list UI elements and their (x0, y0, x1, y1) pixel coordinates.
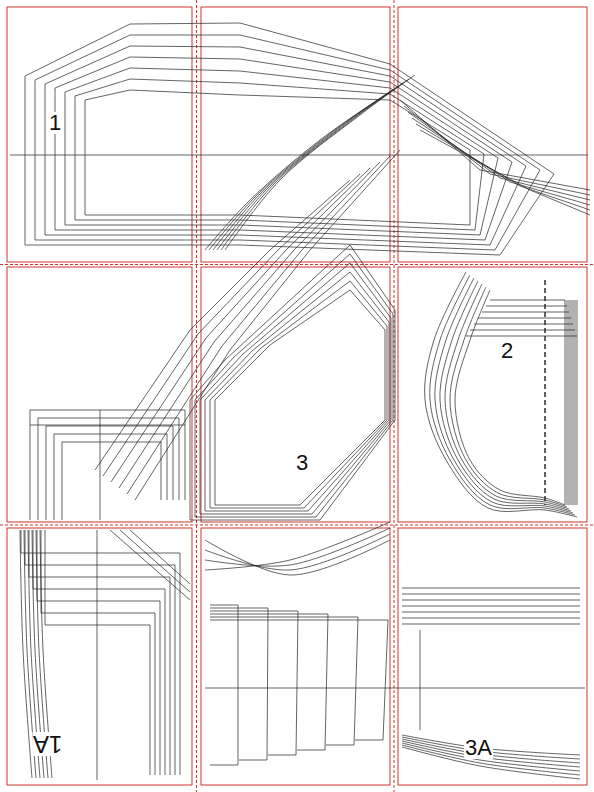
piece-curve (402, 737, 580, 759)
piece-band (412, 118, 590, 205)
piece-band (416, 124, 590, 210)
sleeve-line (486, 306, 567, 307)
piece-outline (210, 614, 328, 750)
pattern-pieces (20, 23, 590, 779)
piece-curve (20, 530, 32, 778)
piece-outline (38, 418, 179, 520)
piece-curve (217, 83, 403, 250)
piece-number: 2 (500, 340, 514, 362)
piece-outline (35, 35, 540, 250)
piece-band (111, 168, 370, 482)
piece-band (119, 162, 380, 488)
piece-outline (75, 79, 484, 230)
piece-band (127, 156, 390, 494)
piece-line (402, 612, 580, 613)
sleeve-line (478, 318, 571, 319)
sleeve-line (482, 312, 569, 313)
piece-outline (29, 530, 170, 775)
sleeve-side (577, 300, 578, 505)
sleeve-curve (425, 272, 577, 517)
sleeve-side (573, 300, 574, 505)
piece-outline (55, 57, 512, 240)
sleeve-side (565, 300, 566, 505)
piece-outline (30, 410, 185, 520)
piece-number: 1 (48, 112, 62, 134)
piece-outline (62, 442, 161, 520)
piece-line (402, 594, 580, 595)
piece-band (103, 174, 360, 476)
piece-outline (210, 620, 388, 740)
piece-number: 3A (464, 737, 493, 759)
piece-line (402, 606, 580, 607)
piece-outline (215, 290, 385, 505)
piece-outline (54, 434, 167, 520)
sleeve-line (470, 330, 575, 331)
piece-band (110, 530, 190, 600)
piece-band (120, 530, 190, 592)
piece-line (402, 624, 580, 625)
piece-outline (210, 617, 358, 745)
piece-line (402, 618, 580, 619)
sleeve-line (466, 336, 577, 337)
page-tiles (7, 7, 587, 785)
sleeve-line (474, 324, 573, 325)
piece-outline (33, 530, 165, 775)
piece-outline (195, 254, 393, 517)
piece-outline (25, 23, 554, 255)
piece-band (420, 130, 590, 215)
piece-outline (210, 281, 387, 508)
piece-number: 3 (295, 452, 309, 474)
piece-outline (210, 611, 298, 755)
piece-band (130, 530, 190, 584)
sleeve-curve (435, 278, 573, 513)
piece-line (402, 600, 580, 601)
piece-band (135, 150, 400, 500)
piece-band (95, 180, 350, 470)
piece-line (402, 588, 580, 589)
piece-curve (205, 540, 390, 575)
piece-curve (205, 95, 385, 250)
piece-curve (221, 79, 409, 250)
piece-number: 1A (32, 732, 63, 756)
piece-band (404, 106, 590, 195)
piece-outline (210, 605, 238, 765)
piece-curve (209, 91, 391, 250)
sleeve-curve (430, 275, 575, 515)
piece-outline (46, 426, 173, 520)
piece-outline (85, 90, 470, 225)
piece-band (400, 100, 590, 190)
sleeve-line (490, 300, 565, 301)
piece-outline (21, 530, 180, 775)
sleeve-curve (440, 281, 571, 511)
sleeve-side (569, 300, 570, 505)
piece-band (408, 112, 590, 200)
piece-curve (205, 534, 390, 570)
sleeve-curve (455, 290, 565, 505)
sleeve-curve (450, 287, 567, 507)
piece-curve (205, 522, 390, 570)
sleeve-side (567, 300, 568, 505)
sleeve-side (575, 300, 576, 505)
sleeve-side (571, 300, 572, 505)
grain-lines (10, 155, 588, 780)
piece-outline (210, 608, 268, 760)
piece-outline (190, 245, 395, 520)
piece-outline (200, 263, 391, 514)
piece-edge (420, 630, 421, 730)
